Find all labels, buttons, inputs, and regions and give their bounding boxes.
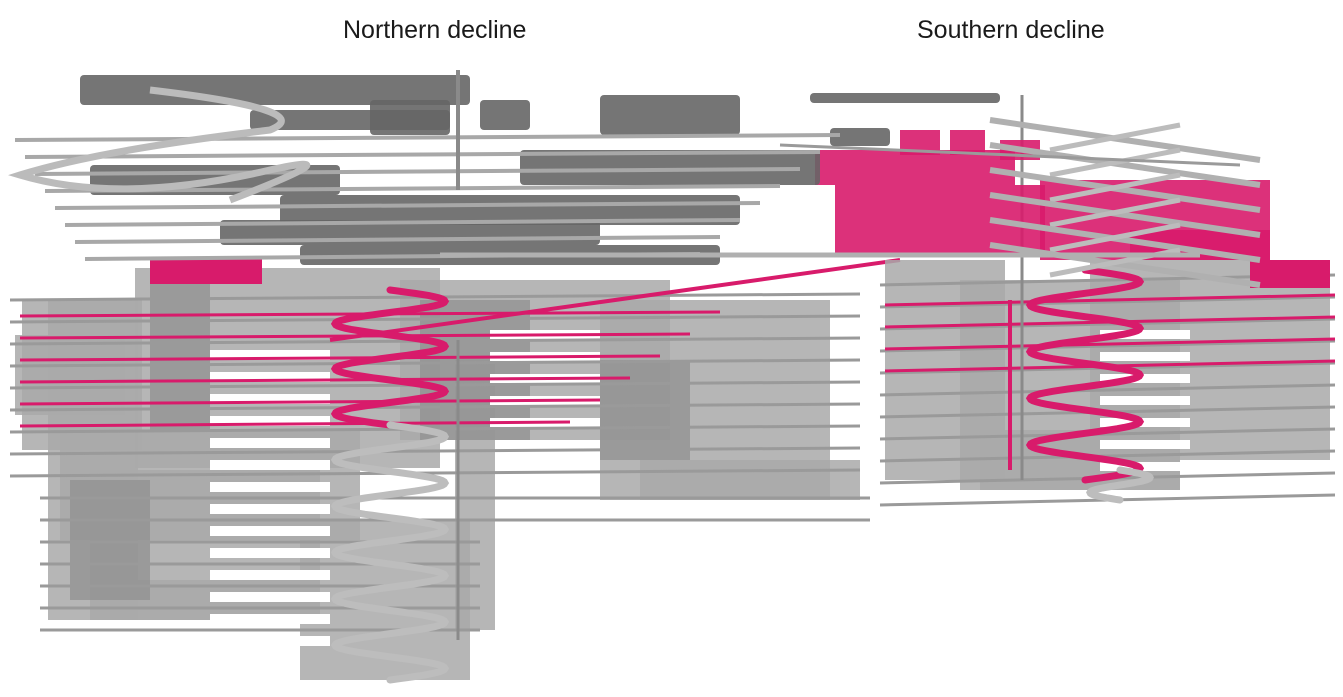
helix-segment-grey xyxy=(330,421,450,684)
upper-working xyxy=(600,95,740,135)
southern-level-gaps xyxy=(1100,330,1190,471)
level-drive xyxy=(74,235,721,244)
upper-working xyxy=(480,100,530,130)
upper-working xyxy=(370,100,450,135)
level-drive xyxy=(879,339,1336,353)
upper-working xyxy=(520,150,820,185)
level-drive xyxy=(34,167,801,176)
level-gap xyxy=(1100,462,1190,471)
stope-shade xyxy=(600,360,690,460)
helix-segment-highlight xyxy=(1025,266,1145,484)
level-gap xyxy=(210,394,330,404)
highlight-level xyxy=(19,420,571,428)
highlight-level xyxy=(884,293,1336,307)
level-drive xyxy=(9,402,861,412)
ramp xyxy=(989,142,1261,188)
stope-shade xyxy=(150,280,210,430)
level-gap xyxy=(210,416,330,426)
level-gap xyxy=(210,350,330,360)
level-drive xyxy=(24,150,821,159)
ramp xyxy=(1049,147,1181,178)
level-gap xyxy=(1100,352,1190,361)
level-drive xyxy=(879,295,1336,309)
level-gap xyxy=(210,570,330,580)
upper-highlight-stope xyxy=(815,150,1015,185)
highlight-stope xyxy=(1250,260,1330,288)
level-drive xyxy=(9,468,861,478)
level-drive xyxy=(879,449,1336,463)
upper-working xyxy=(830,128,890,146)
helix-segment-grey xyxy=(1086,466,1154,504)
level-gap xyxy=(1100,374,1190,383)
level-gap xyxy=(210,636,330,646)
stope-block xyxy=(640,460,860,500)
level-drive xyxy=(54,201,761,210)
helix-segment-highlight xyxy=(330,286,450,429)
level-gap xyxy=(210,548,330,558)
ramp xyxy=(989,192,1261,238)
highlight-level xyxy=(884,337,1336,351)
northern-upper-workings xyxy=(8,70,1200,265)
upper-working xyxy=(810,93,1000,103)
level-drive xyxy=(64,218,741,227)
ramp xyxy=(989,217,1261,263)
highlight-level xyxy=(19,376,631,384)
level-gap xyxy=(1100,440,1190,449)
level-drive xyxy=(879,427,1336,441)
level-gap xyxy=(210,372,330,382)
level-gap xyxy=(210,592,330,602)
ramp xyxy=(1049,222,1181,253)
level-gap xyxy=(1100,418,1190,427)
ramp xyxy=(989,117,1261,163)
ramp xyxy=(1049,172,1181,203)
stope-shade xyxy=(70,480,150,600)
level-drive xyxy=(9,358,861,368)
level-gap xyxy=(210,614,330,624)
level-gap xyxy=(1100,396,1190,405)
ramp xyxy=(989,242,1261,288)
level-drive xyxy=(9,446,861,456)
northern-decline-helix xyxy=(330,286,460,684)
upper-working xyxy=(80,75,470,105)
level-drive xyxy=(14,133,841,142)
level-gap xyxy=(210,482,330,492)
highlight-stope xyxy=(150,258,262,284)
level-drive xyxy=(779,143,1241,167)
ramp xyxy=(1049,197,1181,228)
level-drive xyxy=(879,317,1336,331)
northern-highlight xyxy=(19,258,901,428)
upper-ramp xyxy=(8,86,311,204)
ramp xyxy=(989,167,1261,213)
level-gap xyxy=(210,438,330,448)
highlight-link-drive xyxy=(329,258,901,342)
upper-highlight-stope xyxy=(950,130,985,155)
level-gap xyxy=(210,460,330,470)
level-gap xyxy=(1100,330,1190,339)
level-drive xyxy=(879,383,1336,397)
highlight-level xyxy=(19,354,661,362)
level-gap xyxy=(210,504,330,514)
level-drive xyxy=(9,314,861,324)
highlight-level xyxy=(19,398,601,406)
ramp xyxy=(1049,122,1181,153)
southern-upper-stopes xyxy=(779,117,1270,288)
southern-decline-label: Southern decline xyxy=(917,16,1105,44)
stope-block xyxy=(15,335,125,415)
northern-decline-label: Northern decline xyxy=(343,16,527,44)
level-gap xyxy=(210,526,330,536)
